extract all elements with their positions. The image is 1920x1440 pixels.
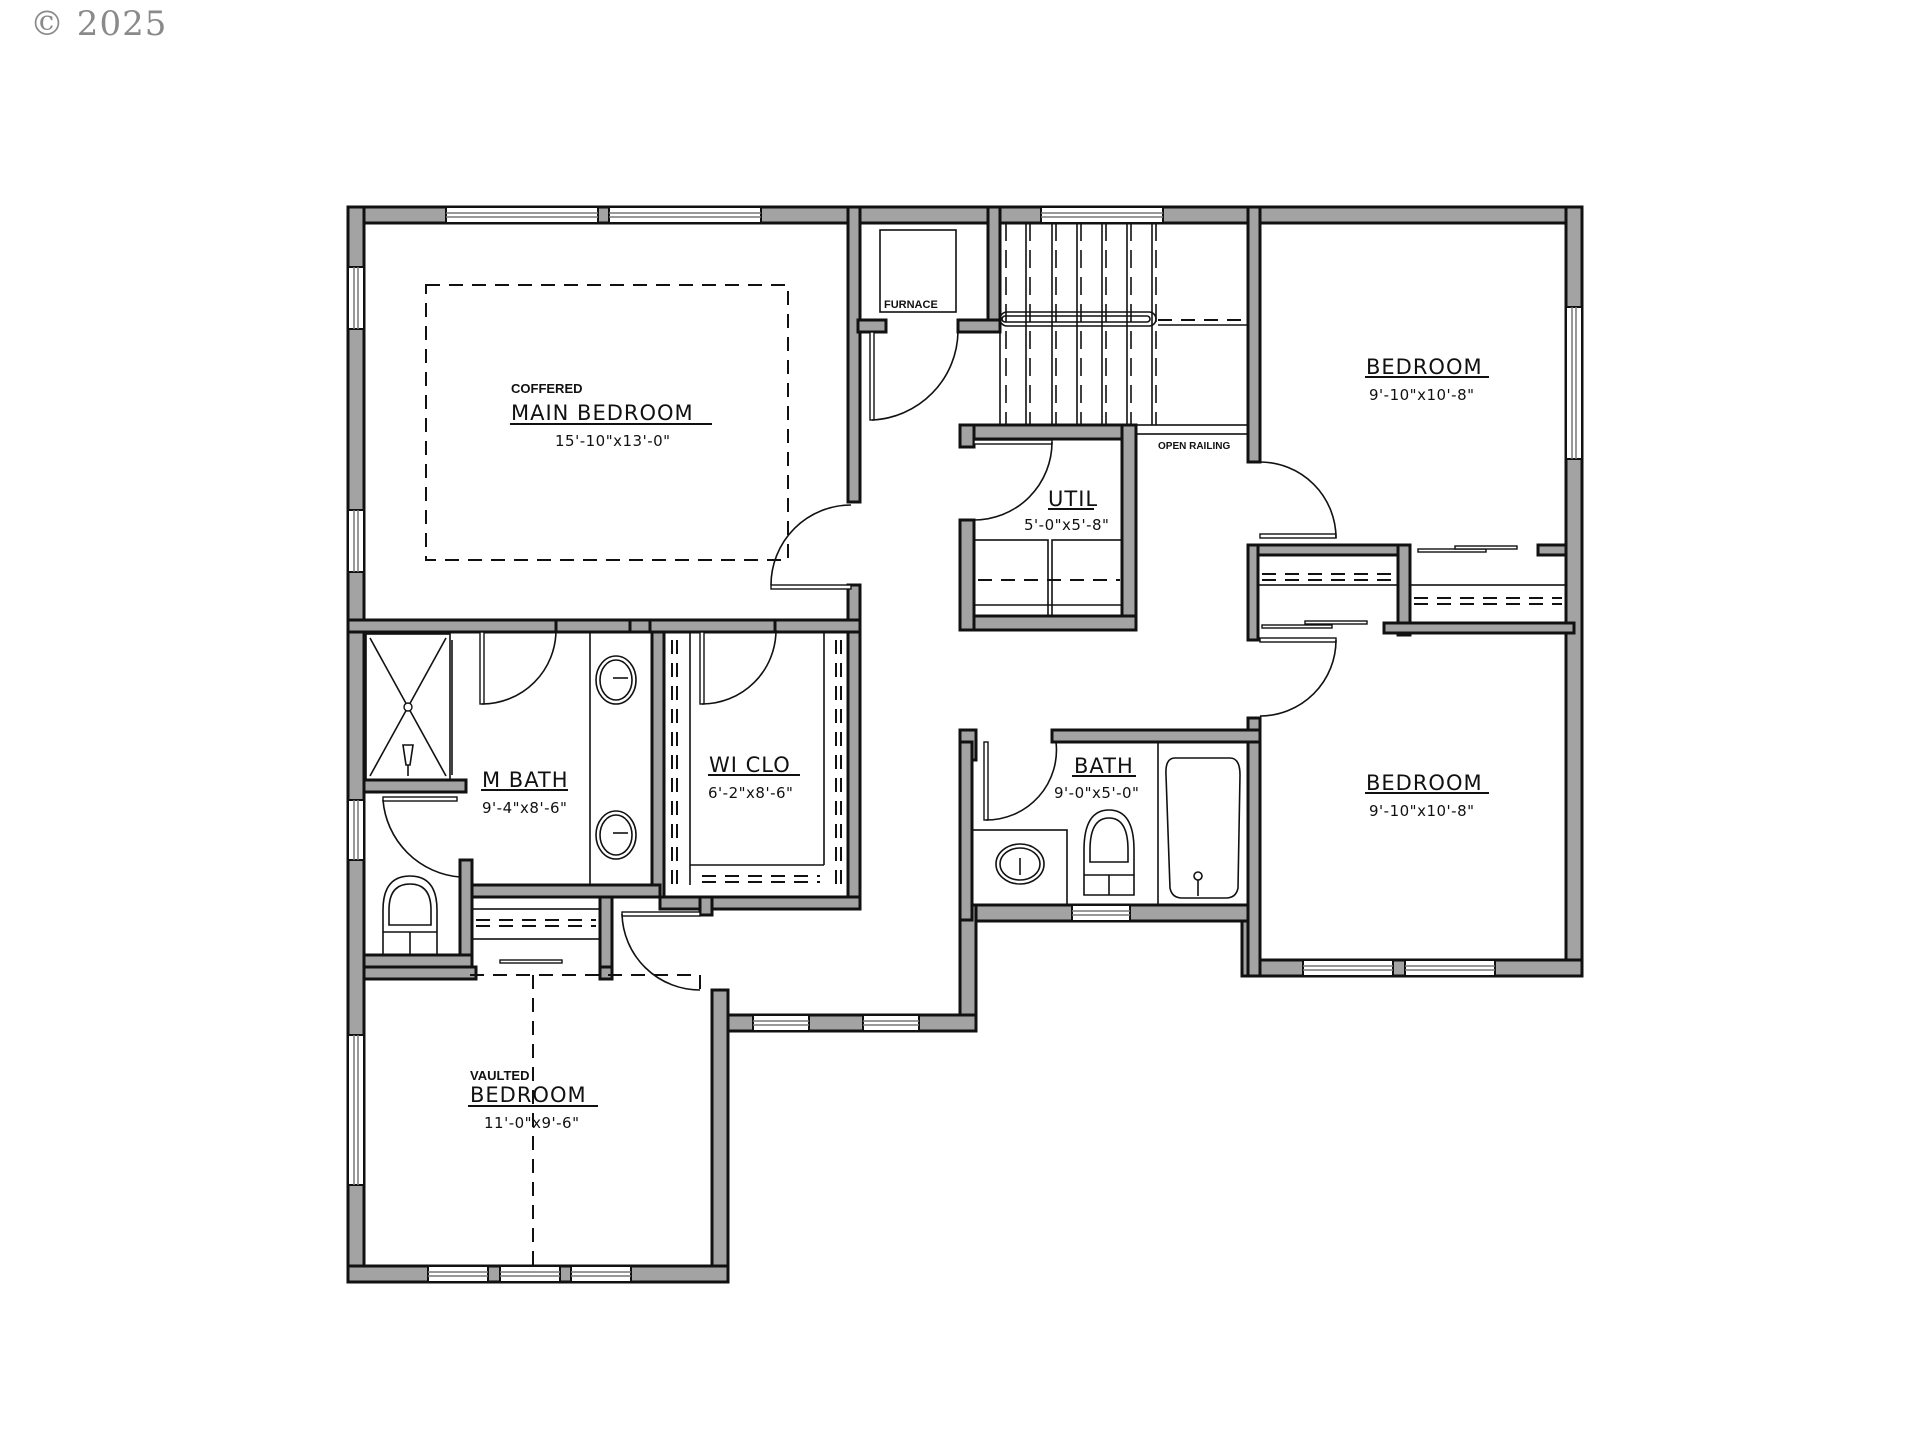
washer [973, 539, 1049, 617]
bedroom-ne-name: BEDROOM [1366, 355, 1483, 379]
handrail [999, 311, 1157, 327]
vaulted-bedroom-note: VAULTED [470, 1068, 529, 1083]
toilet [382, 875, 438, 956]
main-bedroom-name: MAIN BEDROOM [511, 401, 694, 425]
walk-in-closet: WI CLO 6'-2"x8'-6" [671, 629, 842, 890]
toilet [1083, 809, 1135, 896]
bedroom-ne-size: 9'-10"x10'-8" [1369, 386, 1475, 404]
main-bedroom: COFFERED MAIN BEDROOM 15'-10"x13'-0" [425, 284, 852, 590]
vaulted-bedroom-size: 11'-0"x9'-6" [484, 1114, 579, 1132]
bathtub [1165, 757, 1241, 899]
wi-clo-size: 6'-2"x8'-6" [708, 784, 793, 802]
windows [347, 206, 1583, 1283]
util-room: UTIL 5'-0"x5'-8" [973, 439, 1123, 617]
interior-walls [346, 205, 1576, 981]
bath-size: 9'-0"x5'-0" [1054, 784, 1139, 802]
main-bedroom-note: COFFERED [511, 381, 583, 396]
open-railing [1135, 424, 1249, 435]
bath: BATH 9'-0"x5'-0" [971, 741, 1241, 906]
furnace-closet: FURNACE [869, 229, 959, 421]
shower [365, 633, 451, 781]
sink [995, 843, 1045, 885]
vault-line [470, 974, 701, 990]
door-swing [770, 504, 852, 586]
sink-lower [595, 810, 637, 860]
util-size: 5'-0"x5'-8" [1024, 516, 1109, 534]
vaulted-bedroom-name: BEDROOM [470, 1083, 587, 1107]
furnace-label: FURNACE [884, 299, 938, 311]
sink-upper [595, 655, 637, 705]
util-name: UTIL [1048, 487, 1098, 511]
furnace-unit [879, 229, 957, 313]
open-railing-label: OPEN RAILING [1158, 441, 1230, 452]
main-bedroom-size: 15'-10"x13'-0" [555, 432, 671, 450]
bedroom-se-name: BEDROOM [1366, 771, 1483, 795]
m-bath-name: M BATH [482, 768, 569, 792]
vaulted-bedroom: VAULTED BEDROOM 11'-0"x9'-6" [468, 911, 701, 1266]
staircase: OPEN RAILING [999, 223, 1249, 452]
m-bath: M BATH 9'-4"x8'-6" [365, 629, 637, 964]
m-bath-size: 9'-4"x8'-6" [482, 799, 567, 817]
bath-name: BATH [1074, 754, 1134, 778]
copyright-watermark: © 2025 [30, 4, 168, 44]
bedroom-se-size: 9'-10"x10'-8" [1369, 802, 1475, 820]
bedroom-se: BEDROOM 9'-10"x10'-8" [1259, 620, 1489, 820]
bedroom-ne: BEDROOM 9'-10"x10'-8" [1257, 355, 1567, 624]
coffered-ceiling-outline [425, 284, 789, 561]
dryer [1051, 539, 1123, 617]
wi-clo-name: WI CLO [709, 753, 791, 777]
